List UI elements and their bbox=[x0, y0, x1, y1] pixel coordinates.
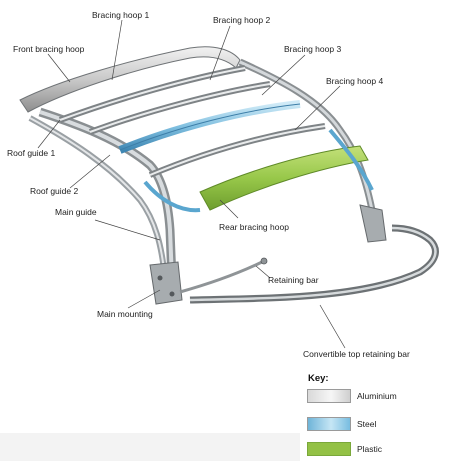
aluminium-label: Aluminium bbox=[357, 391, 397, 401]
retaining-bar bbox=[179, 260, 263, 294]
retaining-bar-end bbox=[260, 257, 268, 265]
leader-rear-bracing-hoop bbox=[219, 199, 239, 219]
steel-link-left bbox=[143, 180, 201, 213]
leader-roof-guide-2 bbox=[69, 154, 111, 189]
label-main-mounting: Main mounting bbox=[97, 309, 153, 319]
label-convertible-top-retaining-bar: Convertible top retaining bar bbox=[303, 349, 410, 359]
main-mounting-bolt-2 bbox=[169, 291, 175, 297]
left-side-rail-highlight bbox=[39, 110, 174, 281]
label-retaining-bar: Retaining bar bbox=[268, 275, 319, 285]
leader-convertible-top-retaining-bar bbox=[319, 304, 346, 349]
aluminium-swatch bbox=[307, 389, 351, 403]
bracing-hoop-2-highlight bbox=[89, 83, 271, 133]
bracing-hoop-4-highlight bbox=[149, 125, 326, 176]
bracing-hoop-2 bbox=[88, 81, 271, 135]
label-main-guide: Main guide bbox=[55, 207, 97, 217]
leader-front-bracing-hoop bbox=[47, 53, 71, 83]
leader-lines bbox=[37, 19, 346, 349]
bracing-hoop-1-highlight bbox=[59, 67, 246, 121]
label-bracing-hoop-2: Bracing hoop 2 bbox=[213, 15, 271, 25]
key-title: Key: bbox=[308, 373, 329, 384]
label-roof-guide-2: Roof guide 2 bbox=[30, 186, 79, 196]
steel-link-right bbox=[328, 128, 374, 191]
label-bracing-hoop-4: Bracing hoop 4 bbox=[326, 76, 384, 86]
rear-bracing-hoop bbox=[199, 145, 369, 211]
leader-roof-guide-1 bbox=[37, 119, 61, 149]
label-bracing-hoop-1: Bracing hoop 1 bbox=[92, 10, 150, 20]
bottom-band bbox=[0, 433, 300, 461]
convertible-top-retaining-bar bbox=[189, 224, 439, 304]
bracing-hoop-3-outline bbox=[119, 103, 301, 151]
main-guide-arm-highlight bbox=[29, 117, 166, 281]
leader-bracing-hoop-3 bbox=[261, 54, 306, 96]
main-mounting-bolt-1 bbox=[157, 275, 163, 281]
label-rear-bracing-hoop: Rear bracing hoop bbox=[219, 222, 289, 232]
leader-bracing-hoop-2 bbox=[209, 25, 231, 81]
leader-bracing-hoop-4 bbox=[294, 85, 341, 131]
label-roof-guide-1: Roof guide 1 bbox=[7, 148, 56, 158]
plastic-label: Plastic bbox=[357, 444, 383, 454]
leader-main-mounting bbox=[127, 289, 161, 309]
label-bracing-hoop-3: Bracing hoop 3 bbox=[284, 44, 342, 54]
leader-main-guide bbox=[94, 219, 161, 241]
leader-bracing-hoop-1 bbox=[111, 19, 123, 81]
plastic-swatch bbox=[307, 442, 351, 456]
leader-retaining-bar bbox=[255, 265, 271, 279]
steel-label: Steel bbox=[357, 419, 377, 429]
label-front-bracing-hoop: Front bracing hoop bbox=[13, 44, 85, 54]
front-bracing-hoop bbox=[19, 46, 241, 113]
steel-swatch bbox=[307, 417, 351, 431]
right-mounting bbox=[359, 204, 387, 243]
convertible-top-retaining-bar-highlight bbox=[189, 226, 437, 302]
main-mounting bbox=[149, 261, 183, 305]
